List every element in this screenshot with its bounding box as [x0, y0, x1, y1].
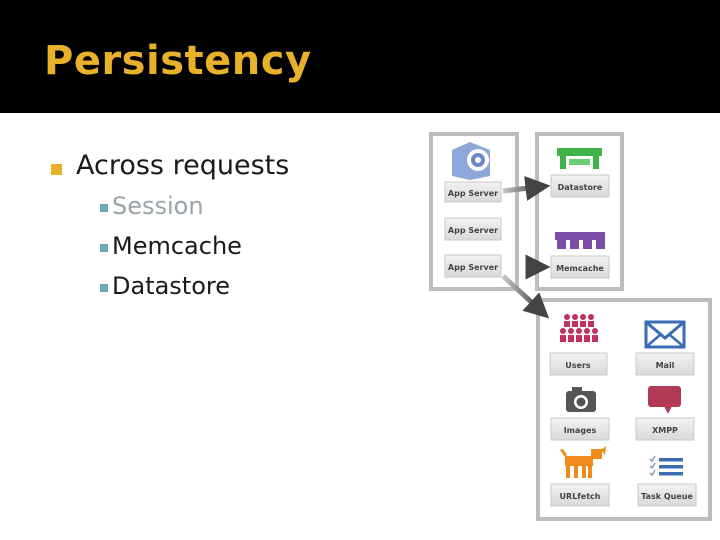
storage-panel: Datastore Memcache — [535, 132, 624, 291]
datastore-label: Datastore — [558, 183, 603, 192]
mail-card: Mail — [635, 352, 695, 376]
mail-label: Mail — [656, 361, 675, 370]
bullet-square-icon — [51, 164, 62, 175]
urlfetch-card: URLfetch — [550, 483, 610, 507]
app-server-label: App Server — [448, 263, 498, 272]
bullet-text: Across requests — [76, 150, 290, 181]
chat-bubble-icon — [648, 386, 681, 414]
app-server-label: App Server — [448, 189, 498, 198]
users-label: Users — [565, 361, 591, 370]
urlfetch-label: URLfetch — [560, 492, 601, 501]
xmpp-label: XMPP — [652, 426, 678, 435]
bullet-text: Memcache — [112, 232, 242, 260]
task-list-icon — [649, 455, 683, 477]
memcache-card: Memcache — [550, 255, 610, 279]
datastore-table-icon — [557, 148, 602, 169]
users-card: Users — [549, 352, 608, 376]
header-bar — [0, 0, 720, 113]
xmpp-card: XMPP — [635, 417, 695, 441]
app-server-panel: App Server App Server App Server — [429, 132, 519, 291]
slide-title: Persistency — [44, 38, 312, 84]
images-label: Images — [564, 426, 597, 435]
dog-icon — [560, 446, 606, 478]
arrow-to-datastore — [502, 176, 551, 201]
sub-bullet-square-icon — [100, 244, 108, 252]
app-server-card: App Server — [444, 181, 502, 203]
app-server-label: App Server — [448, 226, 498, 235]
users-icon — [560, 314, 598, 342]
bullet-text: Session — [112, 192, 204, 220]
memcache-table-icon — [555, 232, 605, 249]
task-queue-label: Task Queue — [641, 492, 693, 501]
arrows — [501, 176, 551, 319]
sub-bullet-square-icon — [100, 204, 108, 212]
arrow-to-services — [501, 274, 550, 319]
task-queue-card: Task Queue — [637, 483, 697, 507]
sub-bullet-square-icon — [100, 284, 108, 292]
camera-icon — [566, 387, 596, 412]
app-server-card: App Server — [444, 217, 502, 241]
services-panel: Users Mail Images XMPP — [536, 298, 712, 521]
datastore-card: Datastore — [550, 174, 610, 198]
memcache-label: Memcache — [556, 264, 604, 273]
app-engine-logo-icon — [452, 142, 490, 180]
bullet-text: Datastore — [112, 272, 231, 300]
mail-icon — [644, 320, 686, 349]
app-server-card: App Server — [444, 254, 502, 278]
images-card: Images — [550, 417, 610, 441]
